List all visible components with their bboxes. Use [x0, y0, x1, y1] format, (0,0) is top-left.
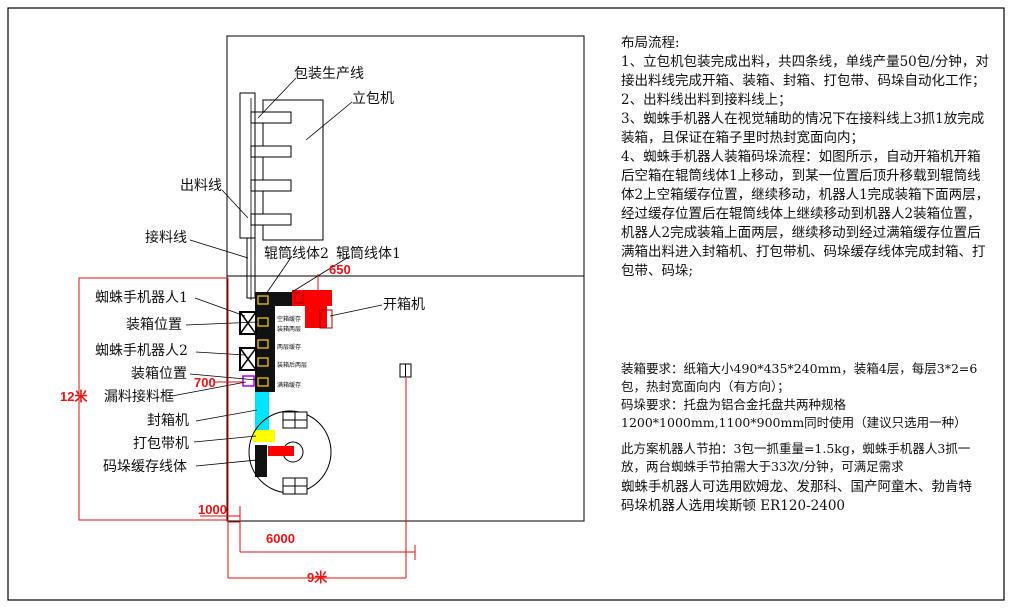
dim-700-label: 700 [194, 375, 216, 390]
spill-frame-shape [242, 375, 255, 387]
pallet-buffer-line-shape [255, 445, 267, 477]
pallet-robot: 码垛机器人选用埃斯顿 ER120-2400 [621, 498, 845, 514]
dim-12m-box [78, 277, 229, 521]
roller-line-2-shape [255, 292, 275, 392]
label-pallet-buffer-line: 码垛缓存线体 [103, 459, 187, 475]
packer-head-4 [250, 213, 292, 226]
strapper-shape [253, 430, 275, 442]
sealer-shape [255, 392, 269, 432]
packer-head-3 [250, 179, 292, 192]
label-spider-robot-2: 蜘蛛手机器人2 [95, 343, 188, 359]
buffer-label-two-layer-buffer: 两层缓存 [277, 344, 302, 351]
requirements-notes: 装箱要求：纸箱大小490*435*240mm，装箱4层，每层3*2=6包，热封宽… [621, 360, 993, 432]
label-spider-robot-1: 蜘蛛手机器人1 [95, 290, 188, 306]
brand-notes: 蜘蛛手机器人可选用欧姆龙、发那科、国产阿童木、勃肯特 码垛机器人选用埃斯顿 ER… [621, 478, 993, 516]
packer-head-1 [250, 111, 292, 124]
flow-step-1: 1、立包机包装完成出料，共四条线，单线产量50包/分钟，对接出料线完成开箱、装箱… [621, 54, 989, 89]
buffer-label-after-packing: 装箱后两层 [277, 362, 308, 369]
req-packing: 装箱要求：纸箱大小490*435*240mm，装箱4层，每层3*2=6包，热封宽… [621, 361, 978, 394]
label-strapper: 打包带机 [133, 436, 189, 452]
label-receiving-line: 接料线 [145, 230, 187, 246]
palletizer-arm [268, 446, 294, 456]
robot-brands: 蜘蛛手机器人可选用欧姆龙、发那科、国产阿童木、勃肯特 [621, 479, 972, 495]
dim-9m-label: 9米 [307, 570, 328, 585]
dim-1000-label: 1000 [198, 502, 227, 517]
label-packing-position-1: 装箱位置 [126, 317, 182, 333]
cycle-text: 此方案机器人节拍：3包一抓重量=1.5kg，蜘蛛手机器人3抓一放，两台蜘蛛手节拍… [621, 441, 971, 474]
label-packing-position-2: 装箱位置 [131, 366, 187, 382]
dim-6000-label: 6000 [266, 531, 295, 546]
buffer-label-two-layers: 装箱两层 [277, 326, 302, 333]
label-vertical-packer: 立包机 [352, 91, 394, 107]
label-packaging-line: 包装生产线 [294, 66, 364, 82]
dim-650-label: 650 [329, 262, 351, 277]
flow-title: 布局流程: [621, 35, 680, 51]
spider-robot-2-shape [239, 347, 257, 371]
flow-notes: 布局流程: 1、立包机包装完成出料，共四条线，单线产量50包/分钟，对接出料线完… [621, 34, 993, 281]
label-spill-frame: 漏料接料框 [104, 389, 174, 405]
label-outfeed-line: 出料线 [180, 178, 222, 194]
vertical-packer-body [262, 99, 324, 241]
box-opener-shape [292, 290, 333, 329]
label-roller-line-2: 辊筒线体2 [264, 246, 329, 262]
packer-head-2 [250, 145, 292, 158]
req-pallet-sizes: 1200*1000mm,1100*900mm同时使用（建议只选用一种） [621, 415, 967, 430]
flow-step-3: 3、蜘蛛手机器人在视觉辅助的情况下在接料线上3抓1放完成装箱，且保证在箱子里时热… [621, 111, 985, 146]
label-sealer: 封箱机 [147, 413, 189, 429]
border-frame [7, 7, 1005, 601]
flow-step-4: 4、蜘蛛手机器人装箱码垛流程：如图所示，自动开箱机开箱后空箱在辊筒线体1上移动，… [621, 149, 990, 279]
flow-step-2: 2、出料线出料到接料线上； [621, 92, 792, 108]
buffer-label-full: 满箱缓存 [277, 382, 302, 389]
label-box-opener: 开箱机 [383, 297, 425, 313]
dim-12m-label: 12米 [60, 389, 88, 404]
label-roller-line-1: 辊筒线体1 [336, 246, 401, 262]
buffer-label-empty: 空箱缓存 [277, 316, 302, 323]
req-pallet: 码垛要求：托盘为铝合金托盘共两种规格 [621, 397, 847, 412]
cycle-notes: 此方案机器人节拍：3包一抓重量=1.5kg，蜘蛛手机器人3抓一放，两台蜘蛛手节拍… [621, 440, 993, 476]
